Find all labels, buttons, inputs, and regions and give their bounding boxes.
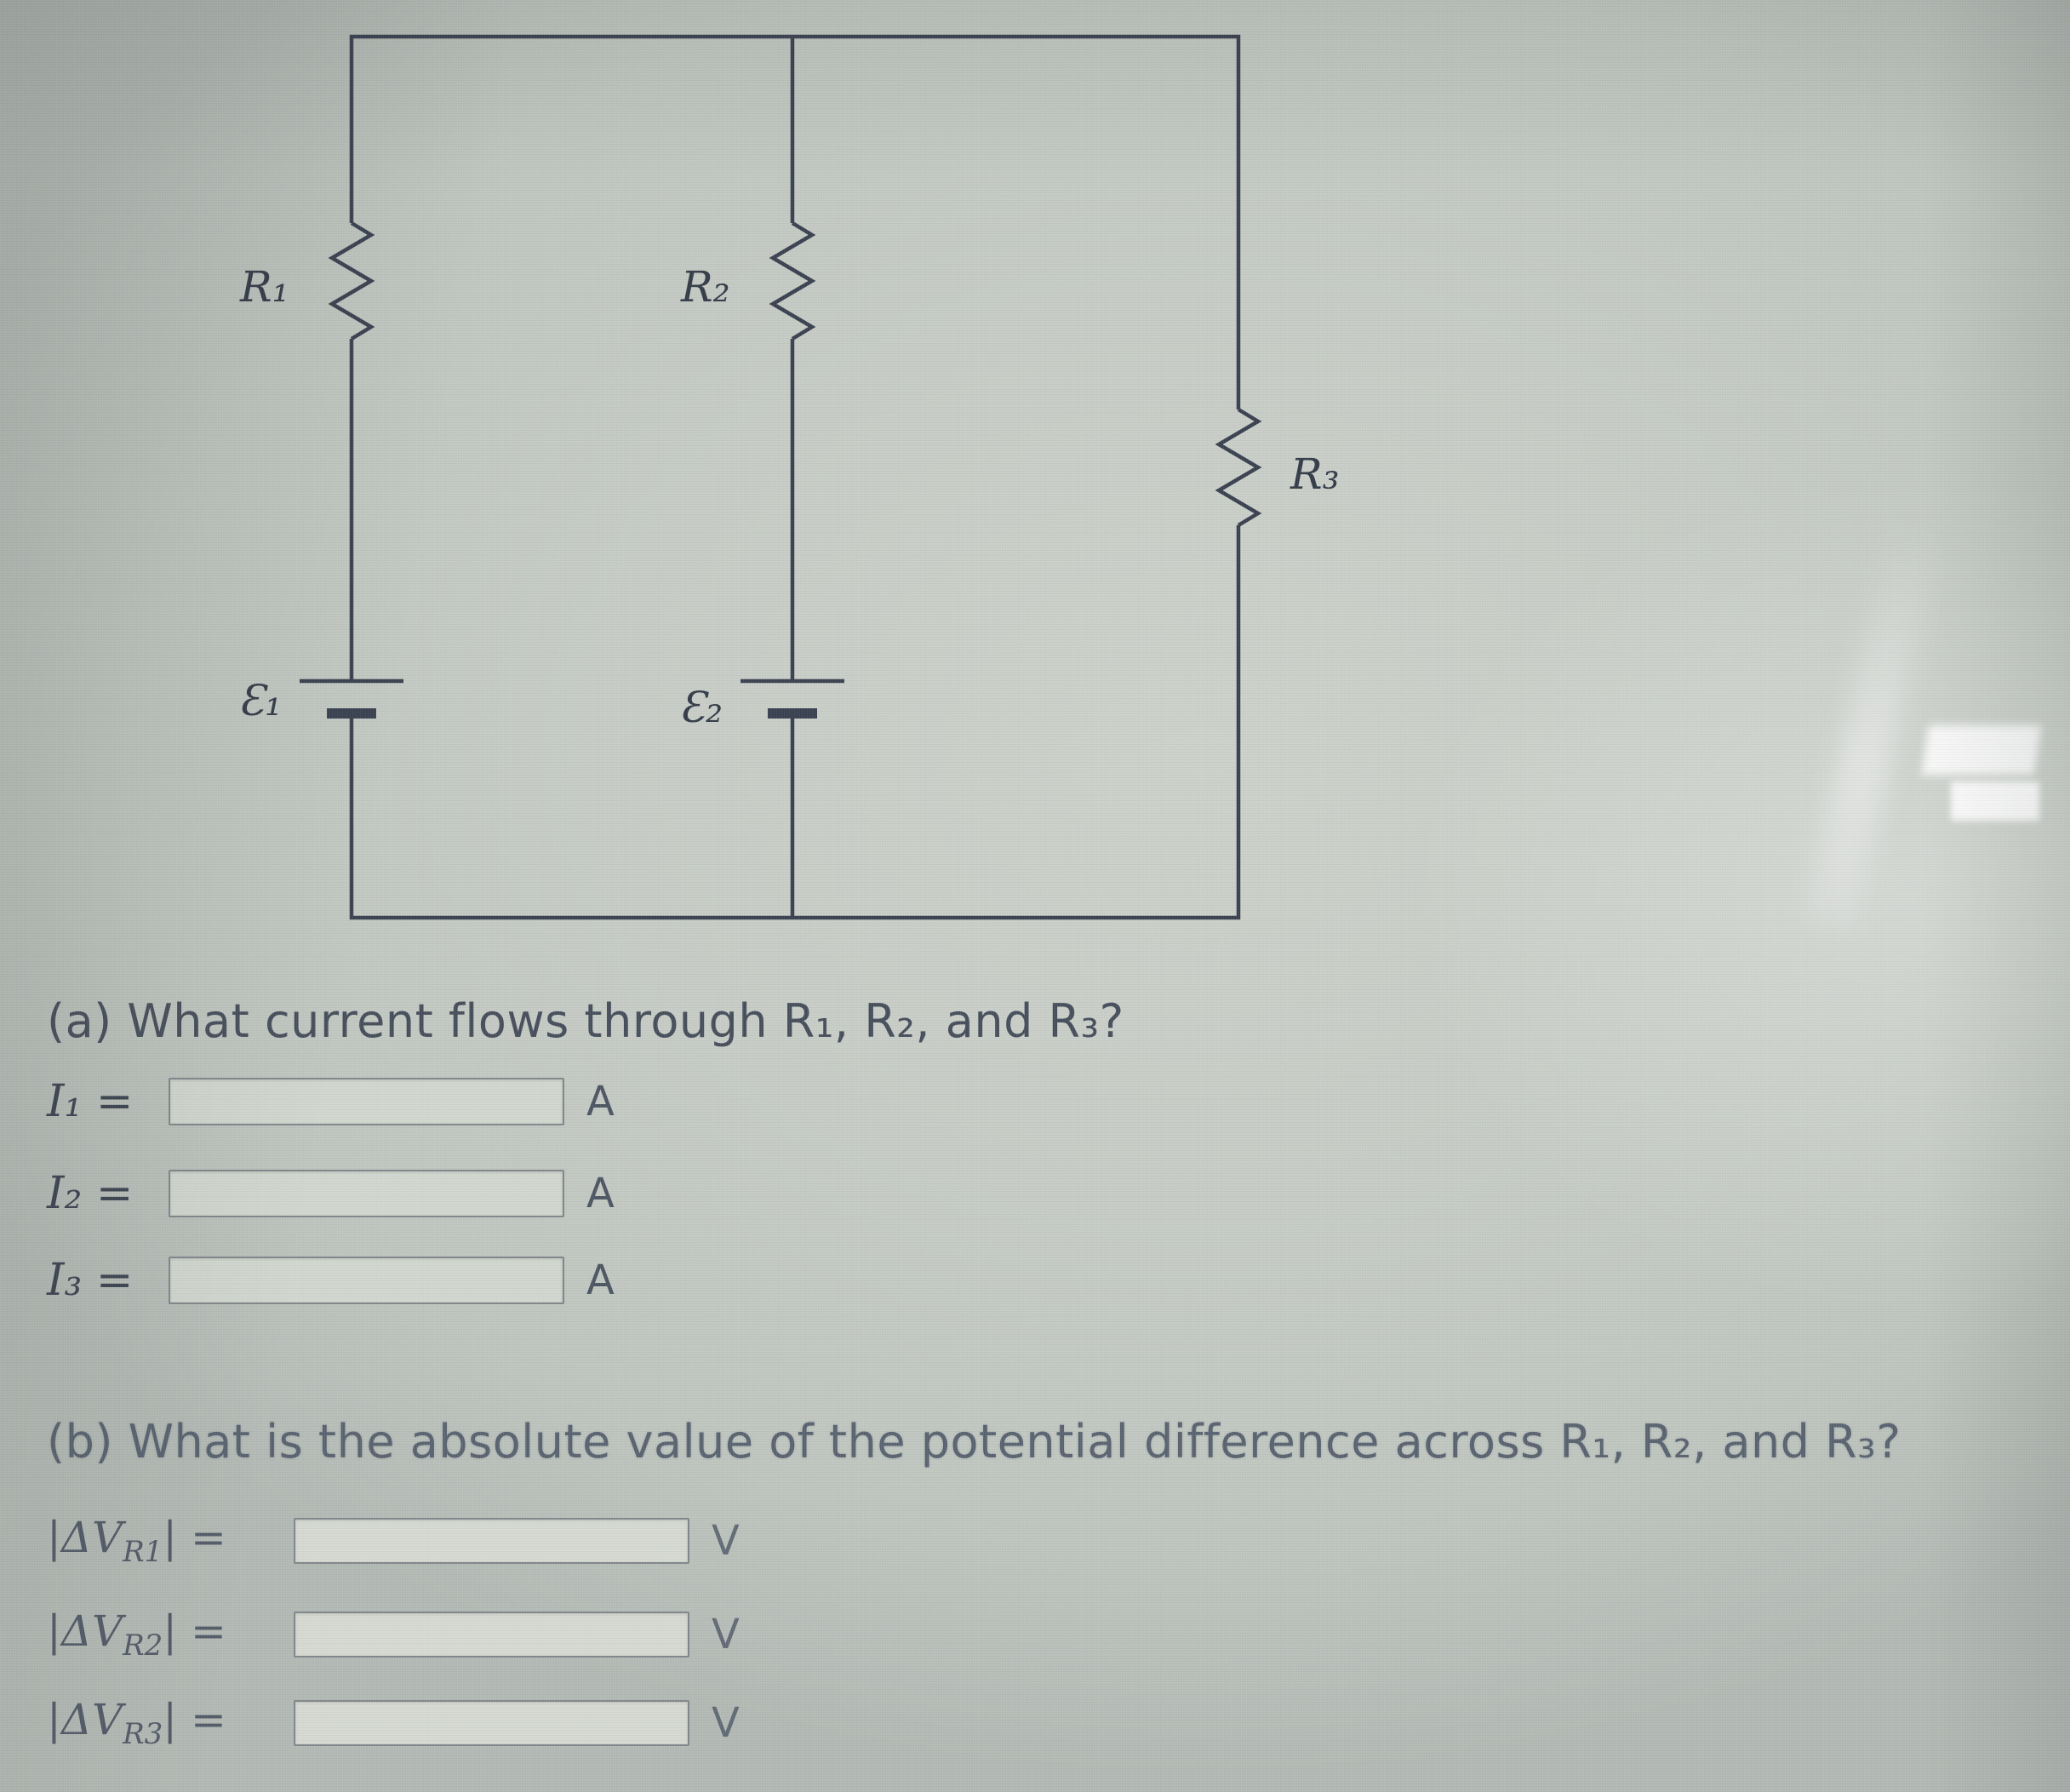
answer-row-dv-r2: |ΔVR2| = V (47, 1606, 740, 1663)
part-a-question: (a) What current flows through R₁, R₂, a… (47, 994, 1124, 1048)
battery-emf1 (300, 678, 403, 719)
i3-label: I₃ = (47, 1255, 134, 1306)
answer-row-dv-r3: |ΔVR3| = V (47, 1695, 740, 1751)
dv-r2-label-post: | = (163, 1606, 226, 1656)
answer-row-dv-r1: |ΔVR1| = V (47, 1513, 740, 1569)
dv-r2-label-sub: R2 (123, 1629, 163, 1663)
dv-r3-unit: V (712, 1699, 740, 1747)
answer-row-i3: I₃ = A (47, 1253, 615, 1308)
i3-unit: A (586, 1257, 615, 1304)
r1-label: R₁ (240, 262, 289, 312)
dv-r3-label-sub: R3 (123, 1717, 163, 1751)
emf2-label: Ɛ₂ (679, 683, 723, 732)
dv-r3-label-post: | = (163, 1695, 226, 1744)
dv-r1-unit: V (712, 1517, 740, 1565)
dv-r2-input[interactable] (294, 1612, 689, 1657)
i1-unit: A (586, 1078, 615, 1125)
answer-row-i2: I₂ = A (47, 1166, 615, 1221)
dv-r1-label: |ΔVR1| = (47, 1513, 294, 1569)
resistor-r3 (1215, 408, 1262, 527)
wire-top-loop (349, 34, 1241, 409)
r3-label: R₃ (1290, 449, 1340, 499)
i2-label: I₂ = (47, 1168, 134, 1219)
dv-r3-label: |ΔVR3| = (47, 1695, 294, 1751)
answer-row-i1: I₁ = A (47, 1074, 615, 1129)
dv-r1-label-pre: |ΔV (47, 1513, 123, 1562)
dv-r2-label: |ΔVR2| = (47, 1606, 294, 1663)
dv-r3-label-pre: |ΔV (47, 1695, 123, 1744)
dv-r2-label-pre: |ΔV (47, 1606, 123, 1656)
dv-r2-unit: V (712, 1611, 740, 1658)
i2-unit: A (586, 1170, 615, 1217)
dv-r1-label-post: | = (163, 1513, 226, 1562)
i2-input[interactable] (169, 1170, 564, 1217)
battery-emf2 (741, 678, 844, 719)
resistor-r1 (328, 221, 375, 341)
i3-input[interactable] (169, 1257, 564, 1304)
i1-label: I₁ = (47, 1076, 134, 1127)
emf1-label: Ɛ₁ (238, 676, 283, 725)
r2-label: R₂ (681, 262, 730, 312)
i1-input[interactable] (169, 1078, 564, 1125)
dv-r1-input[interactable] (294, 1518, 689, 1564)
dv-r3-input[interactable] (294, 1700, 689, 1746)
dv-r1-label-sub: R1 (123, 1535, 163, 1569)
circuit-diagram: R₁ R₂ R₃ Ɛ₁ Ɛ₂ (238, 34, 1340, 920)
part-b-question: (b) What is the absolute value of the po… (47, 1415, 1901, 1469)
wire-bottom-loop (349, 525, 1241, 920)
circuit-svg (300, 34, 1262, 920)
resistor-r2 (769, 221, 816, 341)
